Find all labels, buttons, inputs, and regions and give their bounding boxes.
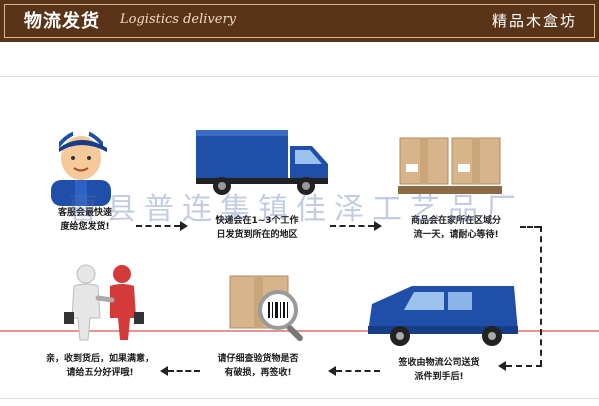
arrow-step5-to-step6 — [160, 366, 200, 376]
step2-caption: 快递会在1~3个工作日发货到所在的地区 — [215, 216, 299, 240]
shop-name: 精品木盒坊 — [491, 12, 577, 30]
truck-icon — [196, 130, 328, 195]
barcode-inspection-icon — [229, 275, 303, 342]
connector-right-top — [520, 226, 540, 228]
arrow-step2-to-step3 — [330, 221, 382, 231]
arrow-step4-to-step5 — [328, 366, 380, 376]
arrow-step1-to-step2 — [136, 221, 188, 231]
header-title-cn: 物流发货 — [24, 11, 100, 32]
red-guide-line — [0, 330, 599, 332]
step4-caption: 签收由物流公司送货派件到手后! — [398, 358, 480, 382]
divider-bottom — [0, 398, 599, 399]
step5-caption: 请仔细查验货物是否有破损，再签收! — [217, 354, 299, 378]
packages-icon — [398, 137, 502, 194]
van-icon — [368, 286, 518, 346]
divider-top — [0, 76, 599, 77]
connector-right-vertical — [540, 226, 542, 366]
header-border — [4, 4, 595, 38]
handshake-icon — [64, 264, 144, 341]
header-title-en: Logistics delivery — [120, 12, 237, 27]
courier-icon — [51, 128, 111, 206]
step6-caption: 亲，收到货后，如果满意，请给五分好评哦! — [45, 354, 154, 378]
watermark-text: 曹县普连集镇佳泽工艺品厂 — [68, 192, 524, 227]
arrow-into-step4 — [498, 361, 542, 371]
step3-caption: 商品会在家所在区域分流一天，请耐心等待! — [410, 216, 501, 240]
page-header: 物流发货 Logistics delivery 精品木盒坊 — [0, 0, 599, 42]
step1-caption: 客服会最快速度给您发货! — [57, 208, 112, 232]
